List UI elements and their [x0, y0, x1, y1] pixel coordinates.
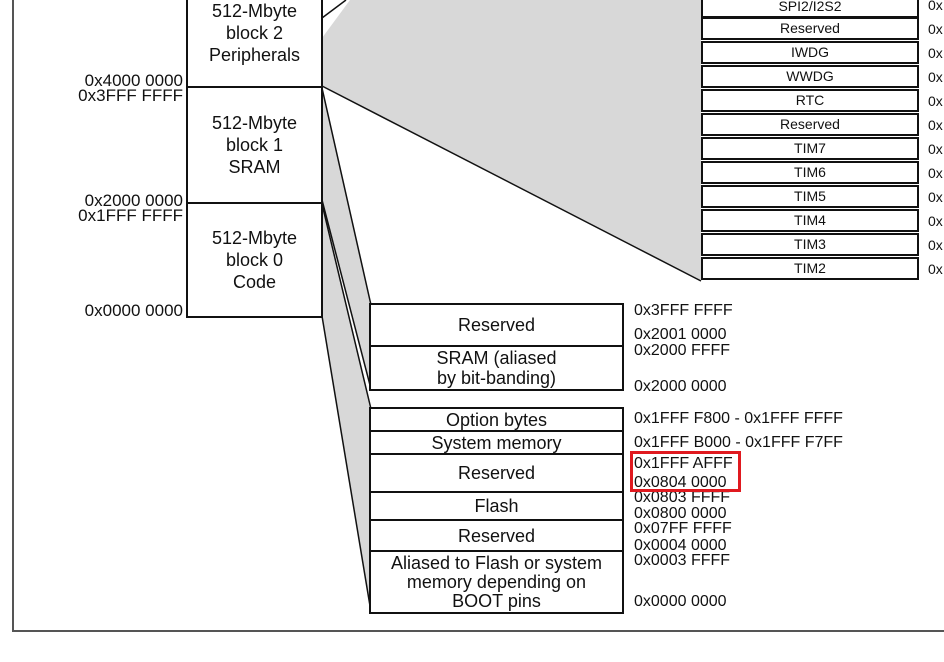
wedge-peripherals-bottom-line: [321, 85, 702, 282]
code-region-option-bytes: Option bytes: [369, 407, 624, 432]
code-address: 0x0000 0000: [634, 593, 727, 610]
code-address: 0x1FFF F800 - 0x1FFF FFFF: [634, 410, 843, 427]
block-2-peripherals: 512-Mbyte block 2 Peripherals: [186, 0, 323, 88]
peripheral-cell: TIM3: [701, 233, 919, 256]
peripheral-address-clipped: 0x: [928, 69, 943, 85]
peripheral-cell: WWDG: [701, 65, 919, 88]
peripheral-cell: Reserved: [701, 113, 919, 136]
peripheral-cell: TIM6: [701, 161, 919, 184]
code-address: 0x07FF FFFF: [634, 520, 732, 537]
wedge-peripherals: [322, 0, 701, 281]
sram-address: 0x2000 FFFF: [634, 342, 731, 359]
peripheral-address-clipped: 0x: [928, 237, 943, 253]
wedge-sram-bottom-line: [321, 199, 372, 390]
peripheral-address-clipped: 0x: [928, 165, 943, 181]
code-address: 0x0003 FFFF: [634, 552, 731, 569]
peripheral-address-clipped: 0x: [928, 21, 943, 37]
wedge-code: [322, 204, 371, 612]
peripheral-address-clipped: 0x: [928, 141, 943, 157]
code-region-system-memory: System memory: [369, 430, 624, 455]
wedge-code-bottom-line: [321, 315, 372, 613]
block-0-code: 512-Mbyte block 0 Code: [186, 202, 323, 318]
address-0000-0000: 0x0000 0000: [84, 301, 183, 320]
block-1-sram: 512-Mbyte block 1 SRAM: [186, 86, 323, 204]
wedge-code-top-line: [321, 203, 372, 410]
code-address: 0x0800 0000: [634, 505, 727, 522]
code-address: 0x1FFF B000 - 0x1FFF F7FF: [634, 434, 843, 451]
sram-address: 0x2000 0000: [634, 378, 727, 395]
code-address: 0x0004 0000: [634, 537, 727, 554]
peripheral-address-clipped: 0x: [928, 213, 943, 229]
sram-address: 0x3FFF FFFF: [634, 302, 733, 319]
code-address: 0x0804 0000: [634, 474, 727, 491]
code-region-flash: Flash: [369, 491, 624, 521]
peripheral-cell: SPI2/I2S2: [701, 0, 919, 18]
peripheral-cell: TIM4: [701, 209, 919, 232]
peripheral-cell: IWDG: [701, 41, 919, 64]
address-4000-0000: 0x4000 0000: [84, 71, 183, 90]
code-region-reserved: Reserved: [369, 453, 624, 493]
sram-address: 0x2001 0000: [634, 326, 727, 343]
peripheral-cell: Reserved: [701, 17, 919, 40]
code-address: 0x1FFF AFFF: [634, 455, 733, 472]
code-address: 0x0803 FFFF: [634, 489, 731, 506]
highlight-box: [630, 451, 741, 492]
peripheral-cell: TIM5: [701, 185, 919, 208]
frame-left-border: [12, 0, 14, 632]
peripheral-cell: RTC: [701, 89, 919, 112]
sram-region-reserved: Reserved: [369, 303, 624, 347]
peripheral-cell: TIM7: [701, 137, 919, 160]
peripheral-address-clipped: 0x: [928, 261, 943, 277]
address-1fff-ffff: 0x1FFF FFFF: [78, 206, 183, 225]
frame-bottom-border: [12, 630, 944, 632]
wedge-sram: [322, 88, 371, 389]
sram-region-aliased: SRAM (aliased by bit-banding): [369, 345, 624, 391]
address-3fff-ffff: 0x3FFF FFFF: [78, 86, 183, 105]
wedge-peripherals-top-line: [321, 0, 347, 19]
peripheral-address-clipped: 0x: [928, 93, 943, 109]
address-2000-0000: 0x2000 0000: [84, 191, 183, 210]
peripheral-cell: TIM2: [701, 257, 919, 280]
wedge-sram-top-line: [321, 87, 372, 306]
peripheral-address-clipped: 0x: [928, 45, 943, 61]
peripheral-address-clipped: 0x: [928, 189, 943, 205]
code-region-reserved: Reserved: [369, 519, 624, 552]
code-region-aliased-boot: Aliased to Flash or system memory depend…: [369, 550, 624, 614]
peripheral-address-clipped: 0x: [928, 117, 943, 133]
peripheral-address-clipped: 0x: [928, 0, 943, 13]
